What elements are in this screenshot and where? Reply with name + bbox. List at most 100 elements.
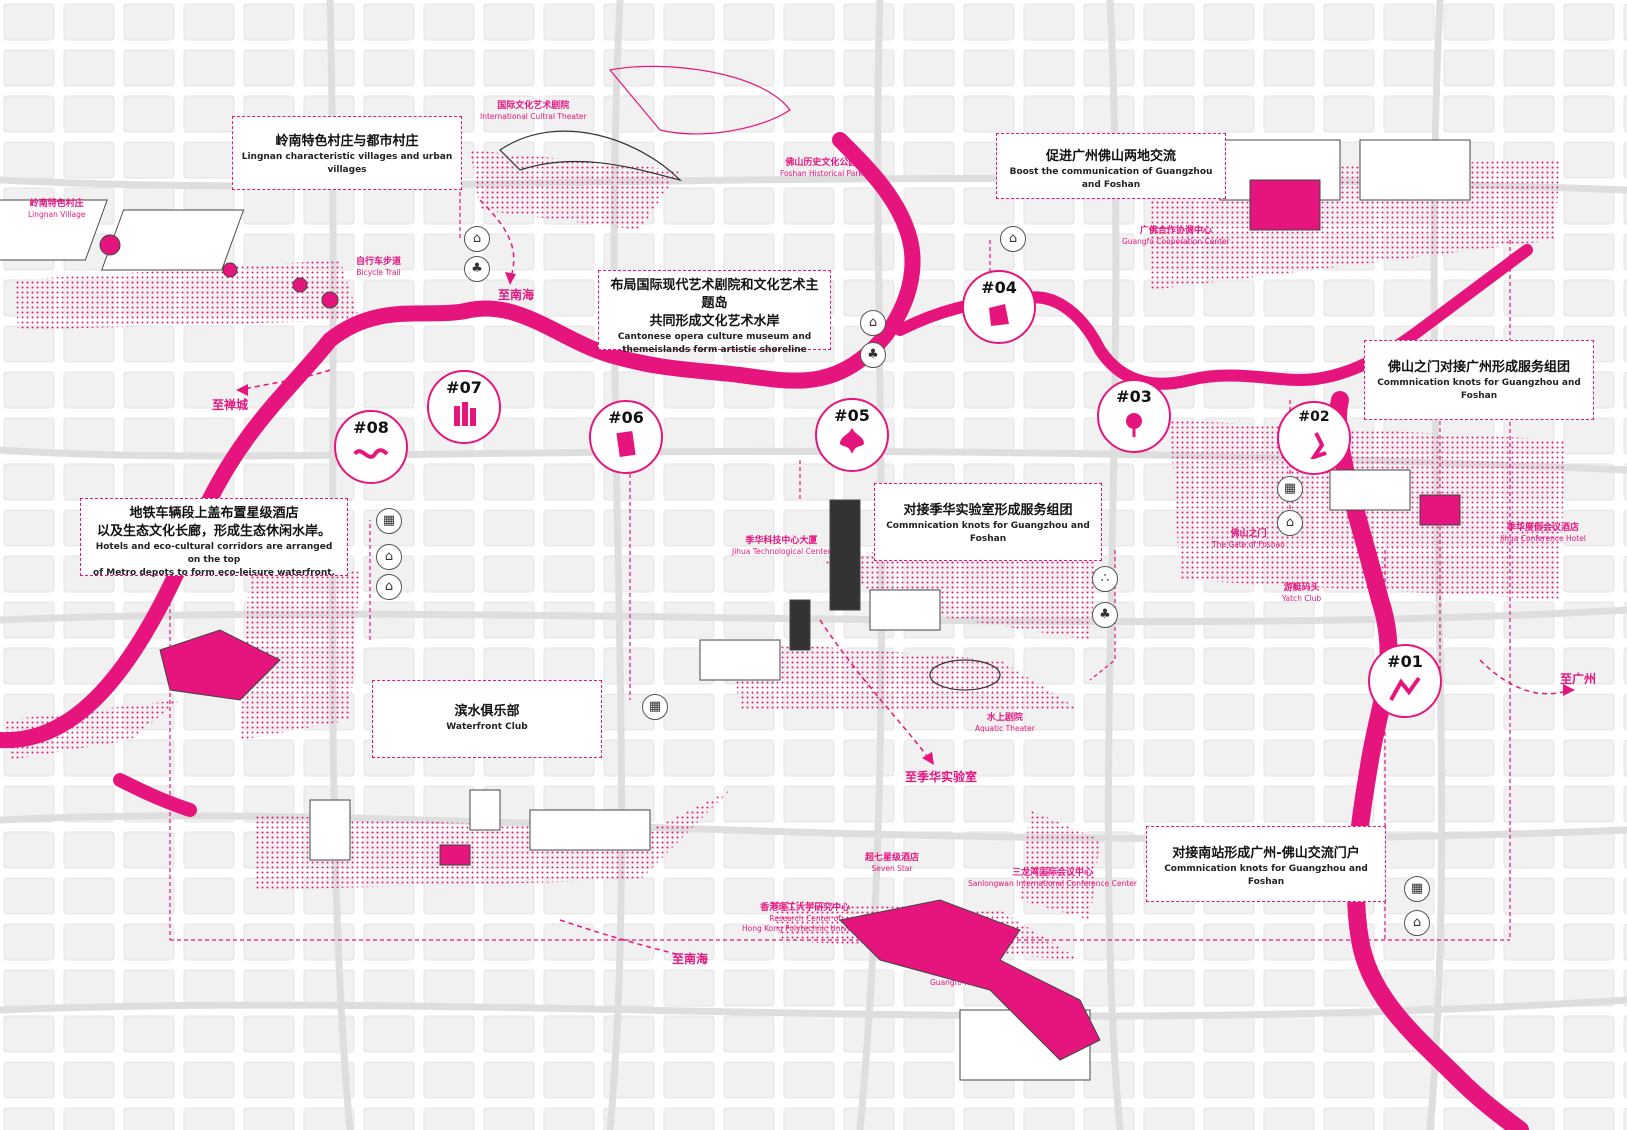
label-aquatic-theater: 水上剧院 Aquatic Theater [975, 712, 1035, 734]
label-zh: 国际文化艺术剧院 [497, 101, 570, 111]
callout-zh-2: 共同形成文化艺术水岸 [649, 314, 780, 329]
label-en: Guangfo Hui [930, 978, 977, 987]
shop-icon: ⌂ [1277, 510, 1303, 536]
callout-en: Lingnan characteristic villages and urba… [241, 152, 453, 175]
node-03[interactable]: #03 [1097, 379, 1171, 453]
direction-to-guangzhou: 至广州 [1560, 672, 1597, 686]
callout-en: Cantonese opera culture museum and [617, 332, 812, 342]
label-guangfo-hui: 广佛荟 Guangfo Hui [930, 966, 977, 988]
flower-icon [1099, 409, 1169, 441]
label-en: Foshan Historical Park [780, 169, 863, 178]
label-bicycle-trail: 自行车步道 Bicycle Trail [356, 256, 401, 278]
label-en: Aquatic Theater [975, 724, 1035, 733]
node-04[interactable]: #04 [962, 270, 1036, 344]
shop-icon: ⌂ [376, 574, 402, 600]
label-polyu-research-center: 香港理工大学研究中心 Research Center of Hong Kong … [742, 902, 868, 934]
label-gate-of-foshan: 佛山之门 The Gate of Foshan [1212, 528, 1285, 550]
label-guangfo-cooperation-center: 广佛合作协调中心 Guangfo Cooperation Center [1122, 225, 1230, 247]
label-en: The Gate of Foshan [1212, 540, 1285, 549]
callout-waterfront-club: 滨水俱乐部 Waterfront Club [372, 680, 602, 758]
theater-outline [499, 65, 1001, 691]
label-jihua-conference-hotel: 季华度假会议酒店 Jihua Conference Hotel [1500, 522, 1586, 544]
node-number: #02 [1298, 409, 1330, 425]
node-08[interactable]: #08 [334, 410, 408, 484]
direction-to-chancheng: 至禅城 [212, 398, 249, 412]
label-seven-star: 超七星级酒店 Seven Star [865, 852, 919, 874]
callout-metro-depot-hotels: 地铁车辆段上盖布置星级酒店 以及生态文化长廊，形成生态休闲水岸。 Hotels … [80, 498, 348, 578]
building-massing [0, 139, 1471, 1081]
label-zh: 岭南特色村庄 [29, 199, 84, 209]
towers-icon [429, 400, 499, 432]
museum-icon: ⌂ [1000, 226, 1026, 252]
label-en: Yatch Club [1282, 594, 1322, 603]
callout-en: Commnication knots for Guangzhou and Fos… [886, 521, 1090, 544]
node-02[interactable]: #02 [1277, 401, 1351, 475]
label-en: Guangfo Cooperation Center [1122, 237, 1230, 246]
label-zh: 游艇码头 [1283, 583, 1320, 593]
callout-en-2: themeislands form artistic shoreline [622, 345, 807, 355]
label-en: Sanlongwan International Conference Cent… [968, 879, 1137, 888]
node-05[interactable]: #05 [815, 398, 889, 472]
shop-icon: ⌂ [376, 544, 402, 570]
label-zh: 超七星级酒店 [865, 853, 920, 863]
node-01[interactable]: #01 [1368, 644, 1442, 718]
label-foshan-historical-park: 佛山历史文化公园 Foshan Historical Park [780, 157, 863, 179]
callout-gate-of-foshan: 佛山之门对接广州形成服务组团 Commnication knots for Gu… [1364, 340, 1594, 420]
gate-icon [1370, 674, 1440, 706]
label-zh: 季华科技中心大厦 [745, 536, 818, 546]
tree-icon: ♣ [860, 342, 886, 368]
callout-en: Commnication knots for Guangzhou and Fos… [1164, 864, 1368, 887]
node-06[interactable]: #06 [589, 400, 663, 474]
label-sanlongwan-conference-center: 三龙湾国际会议中心 Sanlongwan International Confe… [968, 867, 1137, 889]
callout-zh: 布局国际现代艺术剧院和文化艺术主题岛 [610, 278, 819, 311]
callout-zh-2: 以及生态文化长廊，形成生态休闲水岸。 [96, 524, 331, 539]
label-zh: 三龙湾国际会议中心 [1011, 868, 1093, 878]
node-number: #06 [608, 408, 644, 427]
museum-icon: ⌂ [464, 226, 490, 252]
tree-icon: ♣ [464, 256, 490, 282]
label-en: Bicycle Trail [356, 268, 401, 277]
hotel-icon: ▦ [1404, 876, 1430, 902]
hotel-icon: ▦ [376, 508, 402, 534]
callout-lingnan-villages: 岭南特色村庄与都市村庄 Lingnan characteristic villa… [232, 116, 462, 190]
label-yatch-club: 游艇码头 Yatch Club [1282, 582, 1321, 604]
callout-zh: 对接南站形成广州-佛山交流门户 [1172, 846, 1360, 861]
node-07[interactable]: #07 [427, 370, 501, 444]
label-en: Jihua Conference Hotel [1500, 534, 1586, 543]
fleur-icon [817, 428, 887, 460]
callout-en: Hotels and eco-cultural corridors are ar… [95, 542, 333, 565]
label-jihua-tech-center: 季华科技中心大厦 Jihua Technological Center [732, 535, 831, 557]
gate-icon [1279, 431, 1349, 463]
label-zh: 季华度假会议酒店 [1506, 523, 1579, 533]
node-number: #05 [834, 406, 870, 425]
label-en: Research Center of [769, 914, 841, 923]
callout-guangzhou-foshan-exchange: 促进广州佛山两地交流 Boost the communication of Gu… [996, 133, 1226, 199]
label-zh: 自行车步道 [356, 257, 402, 267]
hotel-icon: ▦ [642, 694, 668, 720]
label-zh: 广佛荟 [939, 967, 967, 977]
label-zh: 香港理工大学研究中心 [760, 903, 851, 913]
node-number: #08 [353, 418, 389, 437]
callout-en: Boost the communication of Guangzhou and… [1009, 167, 1213, 190]
building-icon [964, 300, 1034, 332]
arrow-heads [236, 272, 1575, 765]
callout-en-2: of Metro depots to form eco-leisure wate… [93, 568, 335, 578]
callout-zh: 岭南特色村庄与都市村庄 [275, 134, 419, 149]
label-zh: 佛山之门 [1230, 529, 1267, 539]
callout-en: Commnication knots for Guangzhou and Fos… [1377, 378, 1581, 401]
node-number: #04 [981, 278, 1017, 297]
hotel-icon: ▦ [1277, 476, 1303, 502]
callout-zh: 促进广州佛山两地交流 [1045, 149, 1176, 164]
label-zh: 佛山历史文化公园 [785, 158, 858, 168]
river-branch [113, 773, 197, 817]
node-number: #03 [1116, 387, 1152, 406]
callout-zh: 佛山之门对接广州形成服务组团 [1387, 360, 1570, 375]
building-icon [591, 430, 661, 462]
callout-zh: 地铁车辆段上盖布置星级酒店 [129, 506, 299, 521]
node-number: #01 [1387, 652, 1423, 671]
label-international-theater: 国际文化艺术剧院 International Cultral Theater [480, 100, 587, 122]
river-southeast [1329, 391, 1529, 1130]
callout-artistic-shoreline: 布局国际现代艺术剧院和文化艺术主题岛 共同形成文化艺术水岸 Cantonese … [598, 270, 831, 355]
shop-icon: ⌂ [1404, 910, 1430, 936]
direction-to-jihua-lab: 至季华实验室 [905, 770, 978, 784]
